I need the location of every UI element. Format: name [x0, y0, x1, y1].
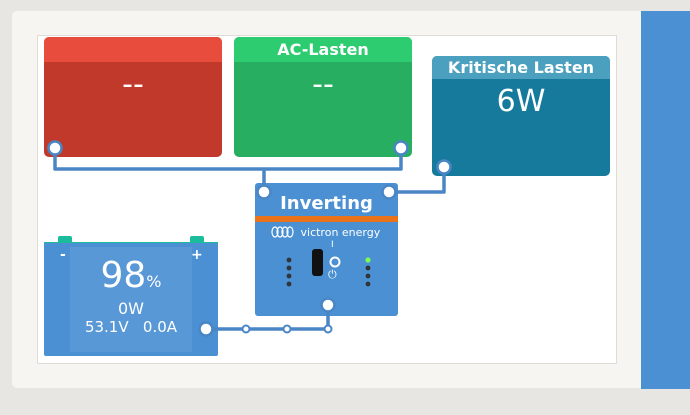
tile-ac-loads-title: AC-Lasten [234, 37, 412, 62]
victron-logo-icon [269, 226, 297, 238]
tile-critical-loads-value: 6W [496, 84, 546, 119]
inverter-accent-stripe [255, 216, 398, 222]
battery-voltage-current: 53.1V 0.0A [44, 318, 218, 336]
battery-fill [70, 247, 192, 352]
tile-critical-loads[interactable]: Kritische Lasten 6W [432, 56, 610, 176]
inverter-tile[interactable]: Inverting victron energy I ⏻ [255, 183, 398, 316]
battery-terminal-plus-post [190, 236, 204, 243]
battery-minus-label: - [60, 247, 66, 263]
battery-soc-unit: % [146, 272, 162, 291]
battery-current: 0.0A [142, 318, 178, 336]
inverter-mode-switch[interactable] [312, 249, 323, 276]
tile-unlabeled-value: -- [122, 67, 144, 102]
inverter-on-label: I [331, 240, 334, 250]
inverter-indicator-leds [286, 256, 371, 287]
battery-soc: 98% [44, 255, 218, 296]
inverter-brand: victron energy [269, 226, 380, 239]
battery-plus-label: + [191, 247, 203, 263]
battery-power: 0W [118, 299, 144, 318]
tile-critical-loads-title: Kritische Lasten [432, 56, 610, 79]
tile-ac-loads[interactable]: AC-Lasten -- [234, 37, 412, 157]
power-icon: ⏻ [328, 268, 337, 281]
tile-ac-loads-value: -- [312, 67, 334, 102]
tile-unlabeled[interactable]: -- [44, 37, 222, 157]
right-sidebar-edge [641, 11, 690, 389]
battery-tile[interactable]: - + 98% 0W 53.1V 0.0A [44, 243, 218, 356]
inverter-brand-text: victron energy [300, 226, 381, 239]
inverter-state: Inverting [280, 193, 373, 214]
battery-voltage: 53.1V [84, 318, 129, 336]
tile-unlabeled-header [44, 37, 222, 62]
battery-terminal-minus-post [58, 236, 72, 243]
battery-soc-value: 98 [100, 255, 147, 296]
